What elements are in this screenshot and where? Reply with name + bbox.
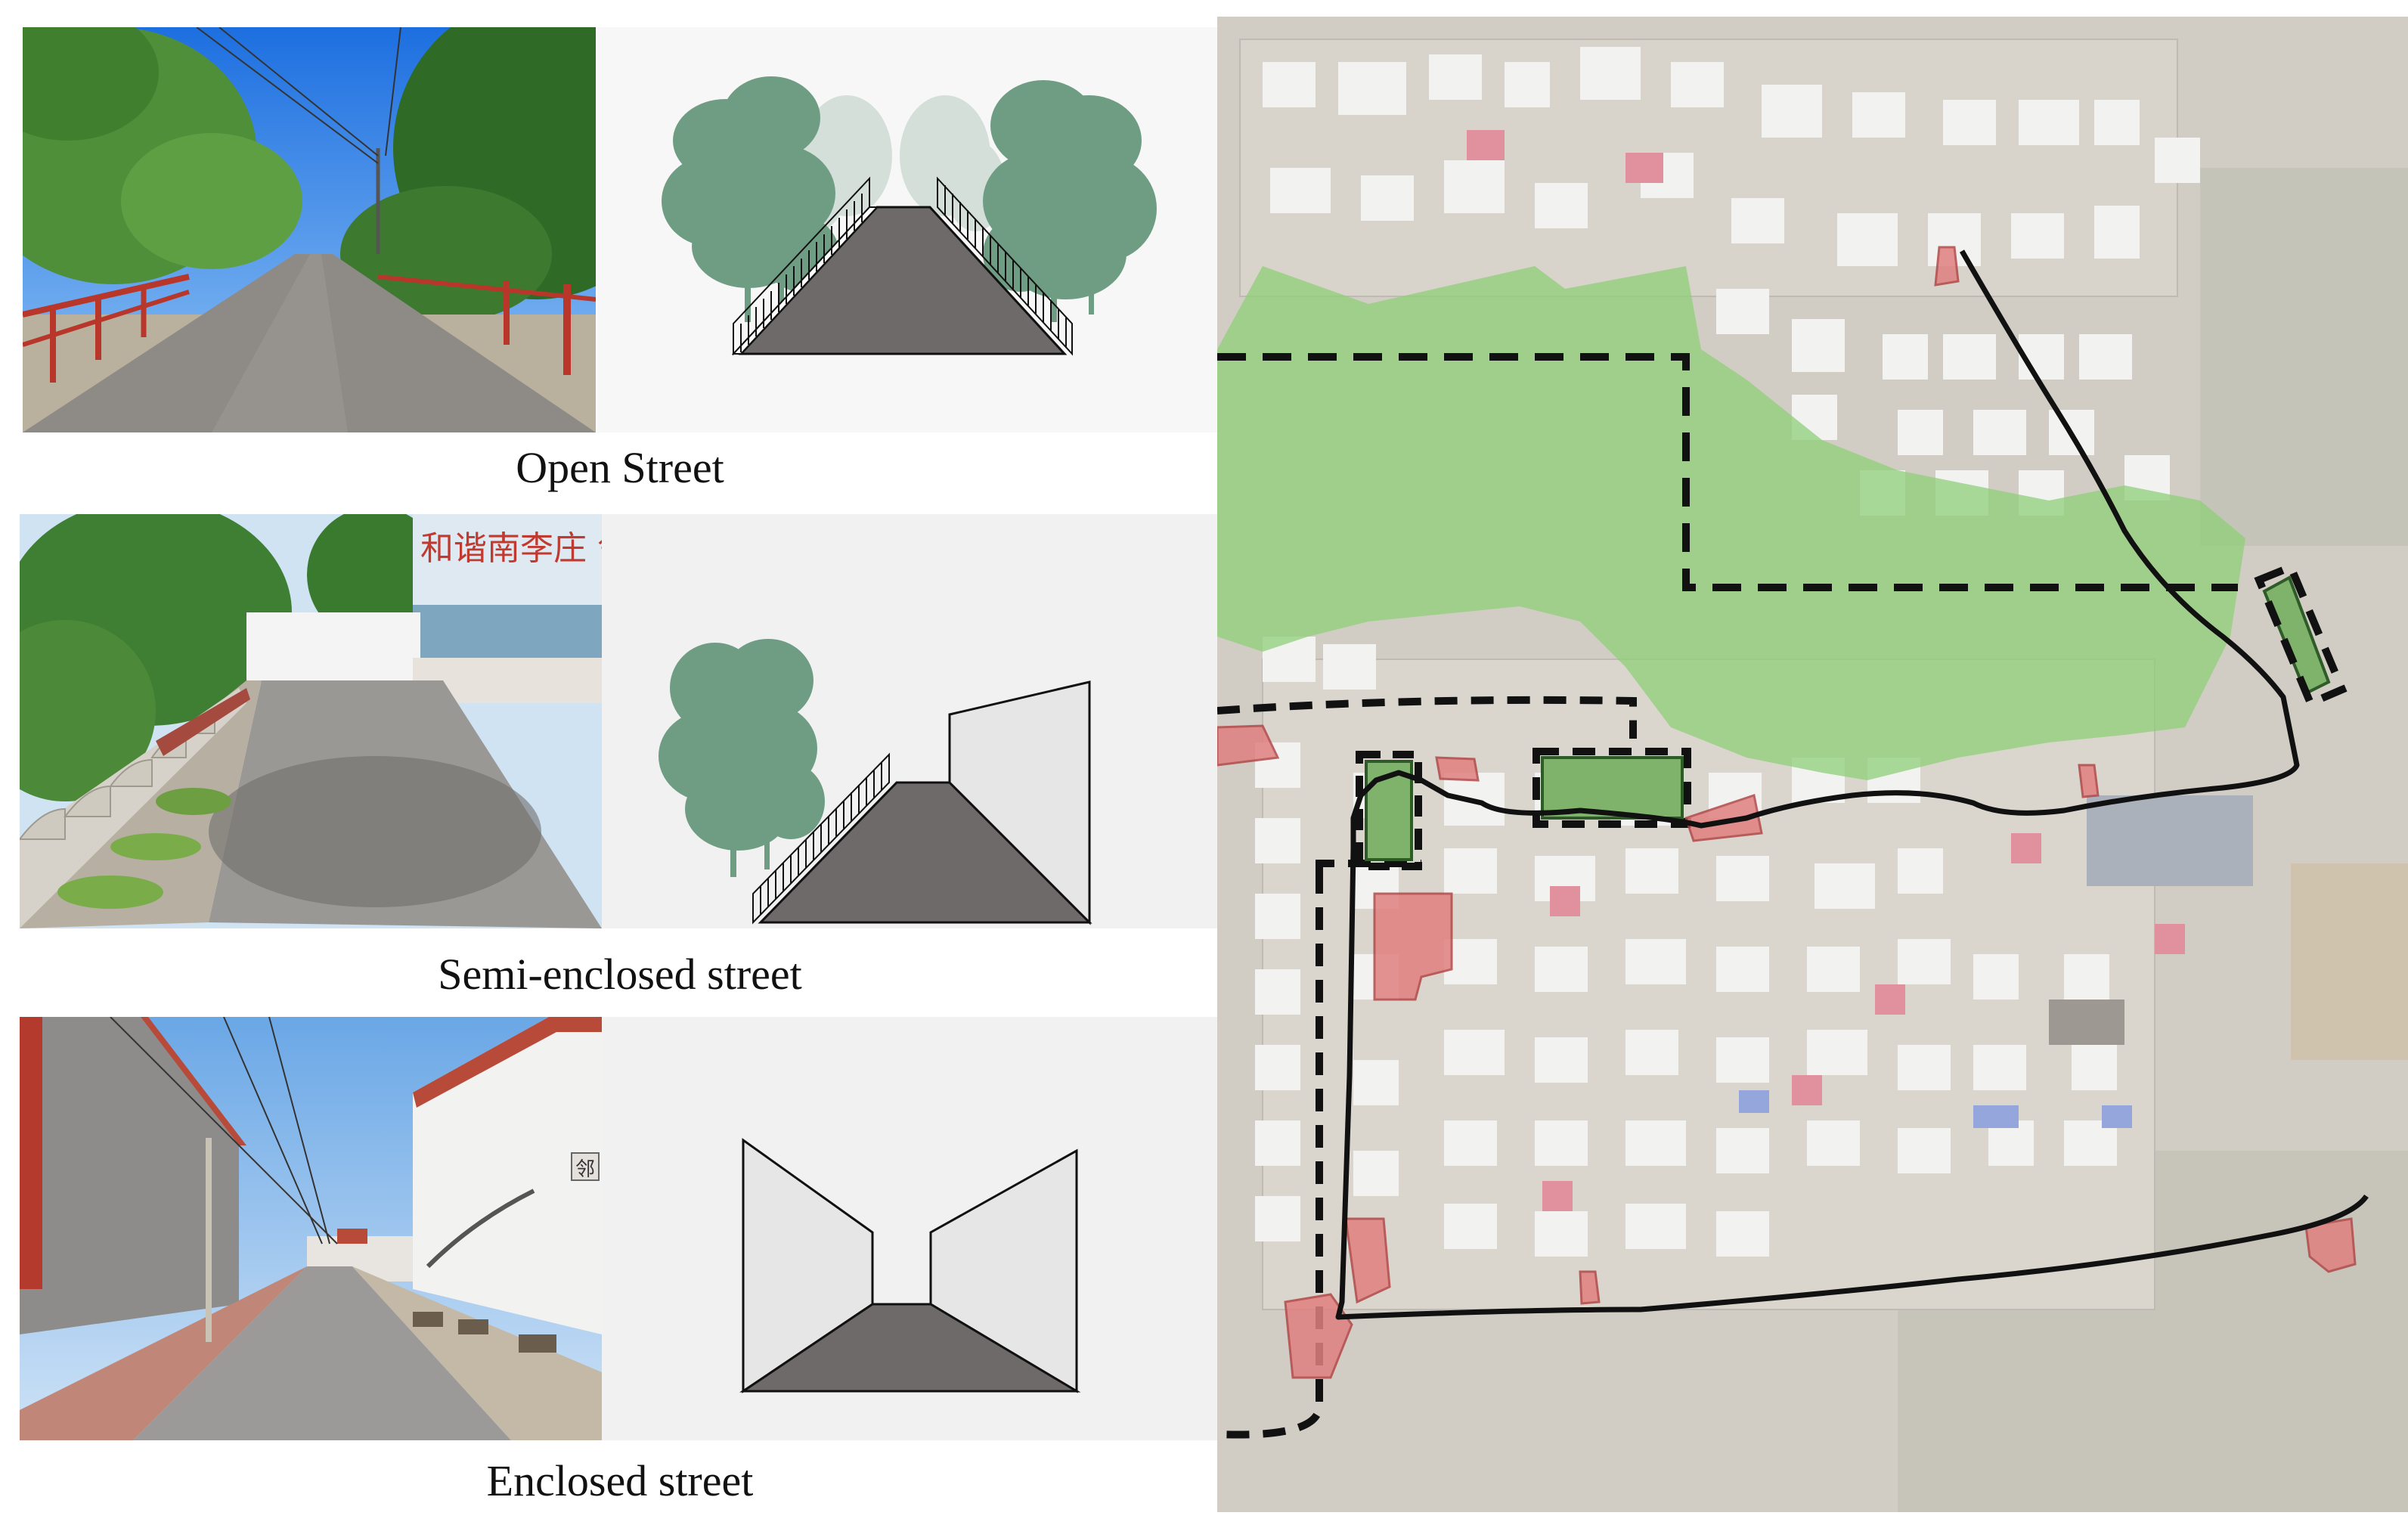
enclosed-street-photo: 邻 — [20, 1017, 602, 1440]
enclosed-street-diagram — [602, 1017, 1217, 1440]
open-street-diagram — [597, 27, 1217, 432]
billboard-text: 和谐南李庄 邻里 — [420, 529, 602, 568]
tree-icon — [659, 639, 825, 877]
semi-enclosed-street-photo: 和谐南李庄 邻里 — [20, 514, 602, 928]
tree-icon — [983, 80, 1157, 322]
row-label-enclosed: Enclosed street — [486, 1456, 754, 1505]
red-node — [1217, 246, 2357, 1379]
green-space-area — [1217, 266, 2245, 780]
open-street-photo — [23, 27, 596, 432]
satellite-map — [1217, 17, 2408, 1512]
row-label-open: Open Street — [516, 443, 724, 492]
semi-enclosed-street-diagram — [602, 514, 1217, 928]
wall-plate-text: 邻 — [575, 1158, 595, 1181]
walking-route — [1335, 250, 2369, 1320]
row-label-semi-enclosed: Semi-enclosed street — [438, 950, 802, 999]
